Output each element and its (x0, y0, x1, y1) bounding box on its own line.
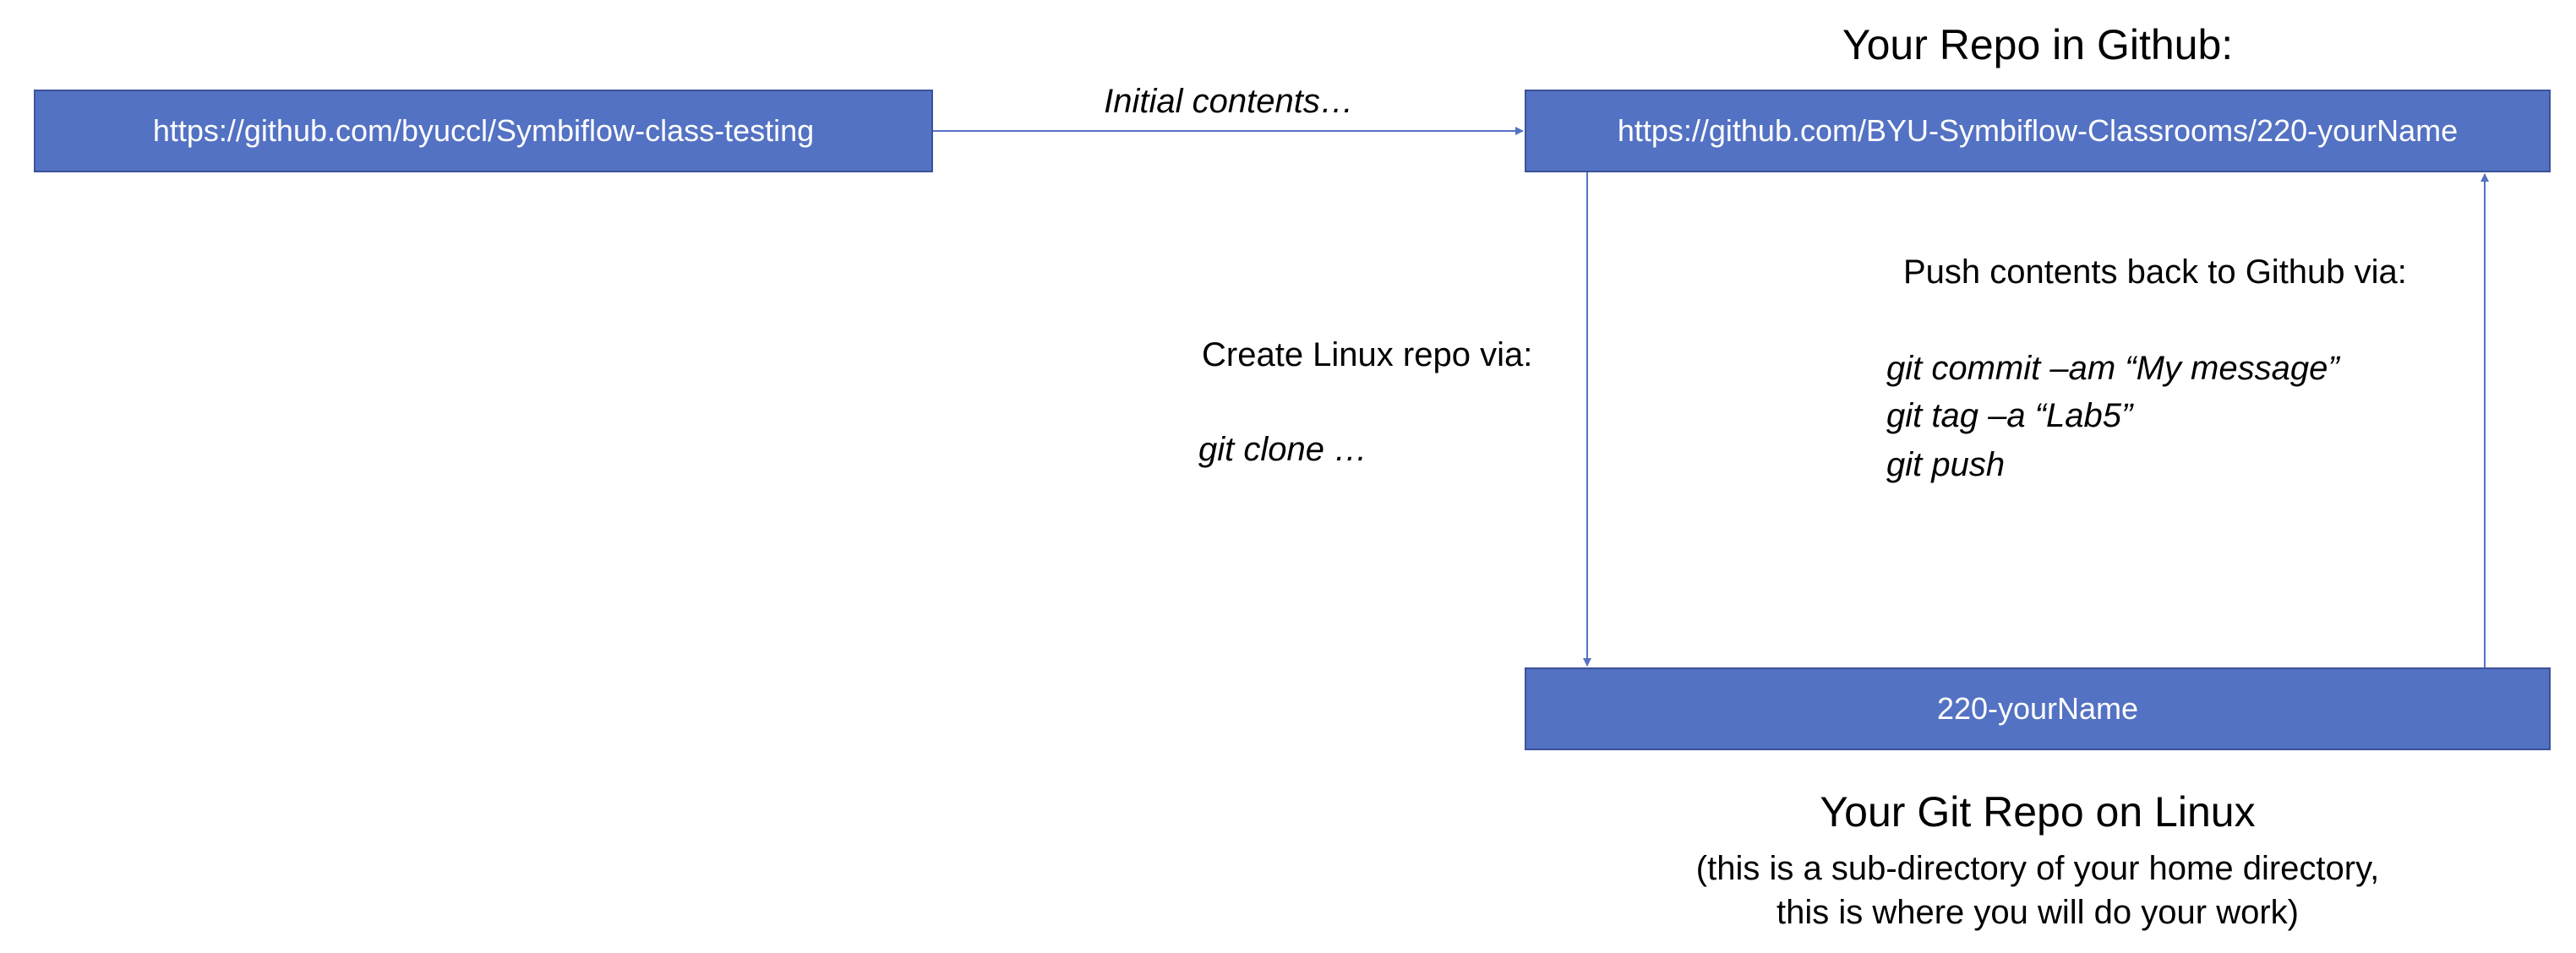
linux-repo-subtitle-line-1: (this is a sub-directory of your home di… (1695, 850, 2380, 887)
linux-repo-box: 220-yourName (1525, 667, 2551, 750)
push-command-commit: git commit –am “My message” (1886, 350, 2339, 387)
source-repo-box: https://github.com/byuccl/Symbiflow-clas… (34, 90, 933, 172)
linux-repo-title: Your Git Repo on Linux (1820, 788, 2256, 836)
github-repo-url: https://github.com/BYU-Symbiflow-Classro… (1617, 113, 2459, 148)
initial-contents-label: Initial contents… (1104, 83, 1354, 120)
github-repo-title: Your Repo in Github: (1842, 21, 2234, 68)
source-repo-url: https://github.com/byuccl/Symbiflow-clas… (152, 113, 815, 148)
clone-instructions-title: Create Linux repo via: (1202, 336, 1533, 373)
push-command-tag: git tag –a “Lab5” (1886, 397, 2133, 434)
github-repo-box: https://github.com/BYU-Symbiflow-Classro… (1525, 90, 2551, 172)
push-instructions-title: Push contents back to Github via: (1903, 253, 2407, 291)
push-command-push: git push (1886, 446, 2006, 483)
clone-command: git clone … (1198, 431, 1368, 468)
linux-repo-name: 220-yourName (1936, 691, 2139, 726)
linux-repo-subtitle-line-2: this is where you will do your work) (1776, 894, 2299, 931)
